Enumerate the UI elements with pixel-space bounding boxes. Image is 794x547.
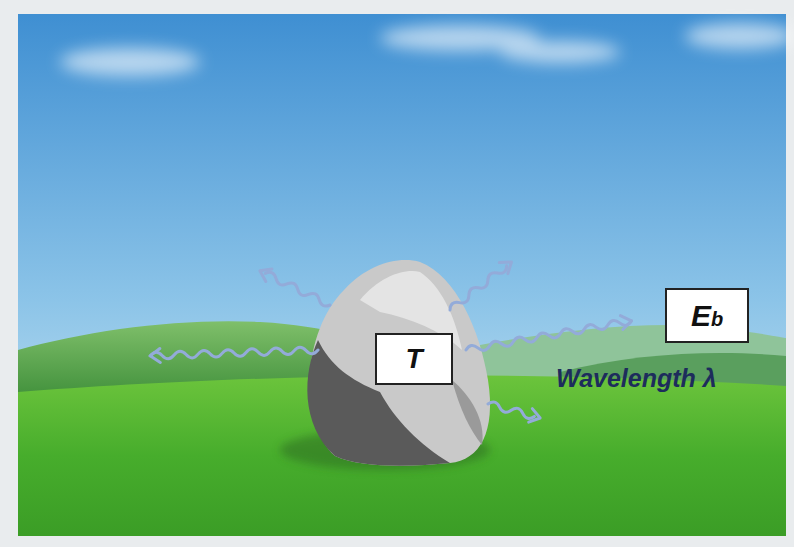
clouds [60, 23, 794, 76]
axis-label: Wavelength λ [556, 366, 717, 391]
temperature-box: T [375, 333, 453, 385]
emissive-power-box: Eb [665, 288, 749, 343]
box-text: T [405, 345, 422, 373]
box-text: Eb [691, 301, 723, 331]
rock [307, 260, 490, 466]
sky [18, 14, 786, 536]
radiation-waves [150, 256, 633, 424]
